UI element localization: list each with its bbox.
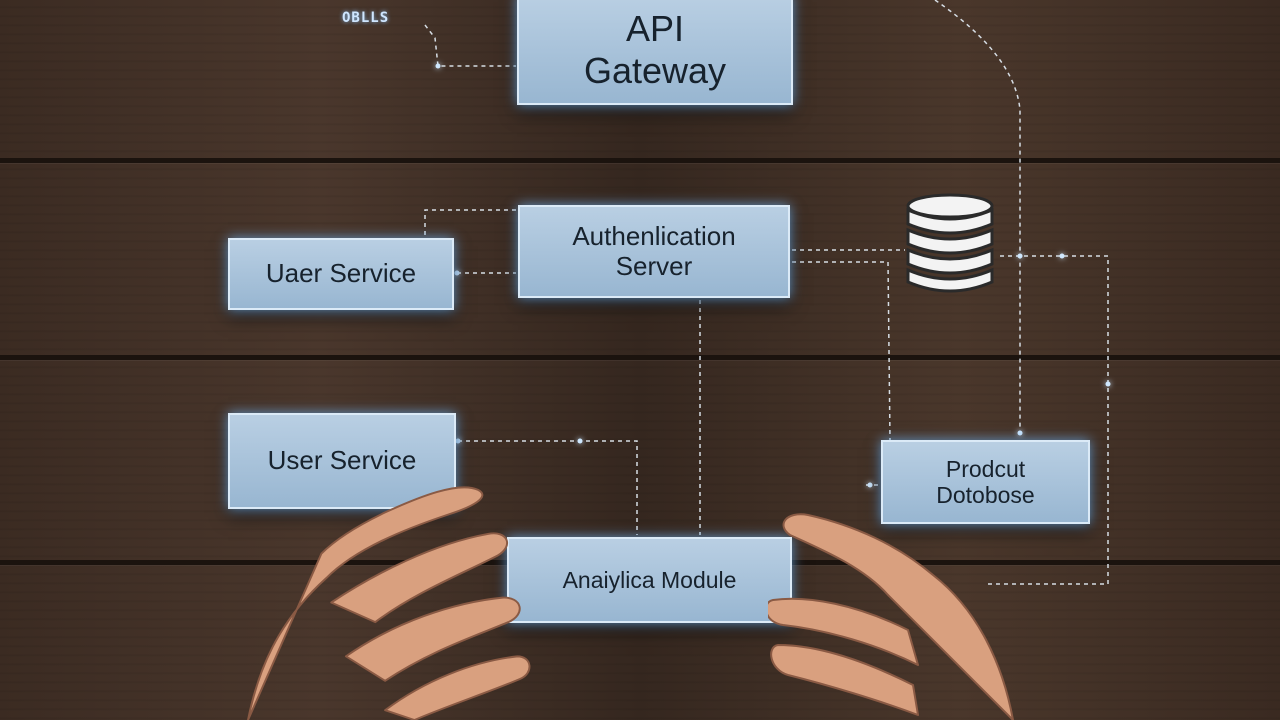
node-product-database-label: Prodcut Dotobose [936, 455, 1035, 508]
node-user-service-bottom-label: User Service [267, 445, 417, 476]
node-user-service-top[interactable]: Uaer Service [228, 238, 454, 310]
link-node-dot [1059, 253, 1065, 259]
link-node-dot [1017, 253, 1023, 259]
link-db-to-right-edge [985, 255, 1109, 585]
node-analytics-module-label: Anaiylica Module [562, 566, 737, 593]
link-node-dot [455, 438, 461, 444]
plank-seam [0, 355, 1280, 360]
left-hand-icon [247, 486, 531, 720]
node-authentication-server[interactable]: Authenlication Server [518, 205, 790, 298]
node-analytics-module[interactable]: Anaiylica Module [507, 537, 792, 623]
link-node-dot [454, 270, 460, 276]
link-node-dot [435, 63, 441, 69]
link-user-to-analytics [458, 440, 638, 535]
database-icon [906, 193, 994, 293]
link-auth-top-left [424, 209, 516, 235]
link-node-dot [1105, 381, 1111, 387]
plank-seam [0, 158, 1280, 163]
node-authentication-server-label: Authenlication Server [572, 220, 736, 281]
logo-text: OBLLS [342, 10, 390, 26]
link-node-dot [867, 482, 873, 488]
link-logo-to-gateway [424, 24, 516, 67]
node-api-gateway-label: API Gateway [583, 8, 727, 91]
node-product-database[interactable]: Prodcut Dotobose [881, 440, 1090, 524]
link-node-dot [1017, 430, 1023, 436]
right-hand-icon [768, 513, 1014, 720]
link-node-dot [577, 438, 583, 444]
link-auth-to-product [792, 261, 891, 441]
node-user-service-top-label: Uaer Service [265, 258, 417, 289]
node-api-gateway[interactable]: API Gateway [517, 0, 793, 105]
link-gateway-to-right [934, 0, 1021, 430]
node-user-service-bottom[interactable]: User Service [228, 413, 456, 509]
